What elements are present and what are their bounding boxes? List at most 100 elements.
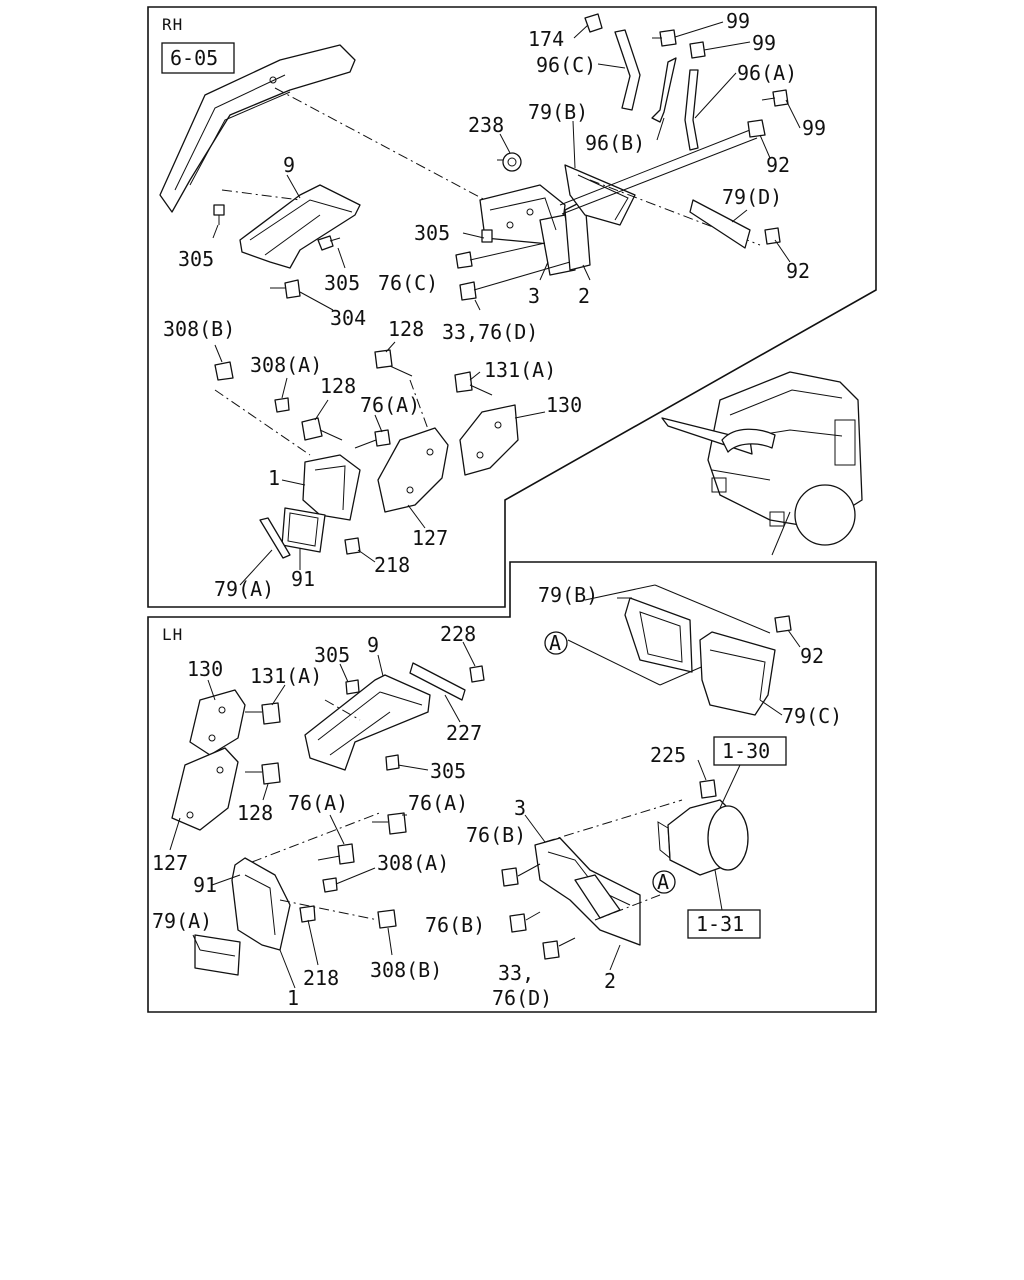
bracket-79d (689, 199, 751, 249)
detail-line (584, 584, 656, 601)
rh-callout-labels: 174 96(C) 99 99 96(A) 99 92 238 79(B) 96… (163, 9, 826, 601)
callout-227: 227 (446, 721, 482, 745)
ref-box-1-30 (713, 736, 787, 766)
bolt-308b-lh (377, 909, 397, 929)
bolt-76b-lh-b (509, 911, 541, 933)
callout-92-detail: 92 (800, 644, 824, 668)
bolt-128-rh-b (301, 417, 343, 441)
callout-305-a: 305 (178, 247, 214, 271)
assembly-line (214, 389, 311, 456)
callout-33-lh: 33, (498, 961, 534, 985)
callout-92-b: 92 (786, 259, 810, 283)
grommet-238 (497, 152, 522, 172)
rh-leaders (212, 21, 801, 586)
callout-1-rh: 1 (268, 466, 280, 490)
bolt-76a-rh (354, 429, 391, 449)
callout-76d-lh: 76(D) (492, 986, 552, 1010)
callout-76a-lh-b: 76(A) (408, 791, 468, 815)
callout-79c-detail: 79(C) (782, 704, 842, 728)
callout-3-rh: 3 (528, 284, 540, 308)
bolt-304 (270, 279, 301, 299)
part-9-lh (304, 674, 431, 771)
callout-91-rh: 91 (291, 567, 315, 591)
callout-9-lh: 9 (367, 633, 379, 657)
circle-marker-a-detail (544, 631, 568, 655)
bolt-308a-lh (322, 877, 338, 893)
bolt-305-rh-a (213, 204, 225, 225)
bracket-assembly-rh (479, 184, 591, 276)
strap-96c (614, 29, 641, 111)
callout-76a-lh-a: 76(A) (288, 791, 348, 815)
rh-panel-frame (147, 6, 877, 608)
assembly-line (544, 799, 683, 843)
callout-174: 174 (528, 27, 564, 51)
callout-238: 238 (468, 113, 504, 137)
callout-3-lh: 3 (514, 796, 526, 820)
bolt-225 (699, 779, 717, 799)
lh-callout-labels: 130 131(A) 305 9 228 227 305 128 127 76(… (152, 583, 842, 1010)
callout-79d: 79(D) (722, 185, 782, 209)
rh-panel-header: RH (162, 15, 183, 34)
callout-225: 225 (650, 743, 686, 767)
lh-panel-frame (147, 561, 877, 1013)
callout-130-rh: 130 (546, 393, 582, 417)
callout-308a-rh: 308(A) (250, 353, 322, 377)
callout-128-b: 128 (320, 374, 356, 398)
callout-76b-lh-a: 76(B) (466, 823, 526, 847)
assembly-line (279, 899, 379, 921)
mud-flap-91-rh (281, 507, 326, 553)
bolt-76a-lh-b (372, 812, 407, 835)
mud-flap-79a-lh (194, 934, 241, 976)
callout-127-rh: 127 (412, 526, 448, 550)
bolt-76c (455, 242, 546, 269)
callout-92-a: 92 (766, 153, 790, 177)
bracket-79a-rh (259, 517, 291, 559)
nut-92-b (764, 227, 781, 245)
lh-panel-header: LH (162, 625, 183, 644)
bolt-128-lh (245, 762, 281, 785)
callout-128-a: 128 (388, 317, 424, 341)
detail-line (654, 584, 771, 634)
assembly-line (324, 699, 361, 721)
bolt-174 (584, 13, 603, 33)
callout-76b-lh-b: 76(B) (425, 913, 485, 937)
circle-marker-a-lh-label: A (657, 870, 669, 894)
callout-96a: 96(A) (737, 61, 797, 85)
part-1-rh-bracket (302, 454, 361, 521)
bolt-99-a (652, 29, 677, 47)
callout-127-lh: 127 (152, 851, 188, 875)
assembly-line (221, 189, 301, 201)
bolt-33-76d-lh (542, 937, 576, 960)
callout-308b-rh: 308(B) (163, 317, 235, 341)
ref-box-6-05-label: 6-05 (170, 46, 218, 70)
rod (561, 137, 758, 215)
part-1-lh-bracket (231, 857, 291, 951)
callout-76c: 76(C) (378, 271, 438, 295)
nut-92-detail (774, 615, 792, 633)
bolt-305-rh-c (481, 229, 493, 243)
circle-marker-a-detail-label: A (549, 631, 561, 655)
cylinder-tank (657, 799, 749, 876)
part-127-rh (377, 427, 449, 513)
nut-92-a (747, 119, 766, 138)
bolt-218-lh (299, 905, 316, 923)
detail-bracket-79b (624, 597, 693, 673)
bolt-228 (469, 665, 485, 683)
callout-308b-lh: 308(B) (370, 958, 442, 982)
bolt-33-76d (459, 261, 571, 301)
truck-cab-sketch (661, 371, 863, 556)
callout-91-lh: 91 (193, 873, 217, 897)
callout-131a-lh: 131(A) (250, 664, 322, 688)
callout-218-rh: 218 (374, 553, 410, 577)
callout-305-c: 305 (324, 271, 360, 295)
callout-33-76d: 33,76(D) (442, 320, 538, 344)
part-130-rh (459, 404, 519, 476)
bolt-76b-lh-a (501, 863, 541, 887)
bolt-99-b (689, 41, 706, 59)
bolt-218-rh (344, 537, 361, 555)
callout-2-rh: 2 (578, 284, 590, 308)
detail-bracket-79c (699, 631, 776, 716)
bolt-131a-rh (454, 371, 493, 396)
callout-99-c: 99 (802, 116, 826, 140)
